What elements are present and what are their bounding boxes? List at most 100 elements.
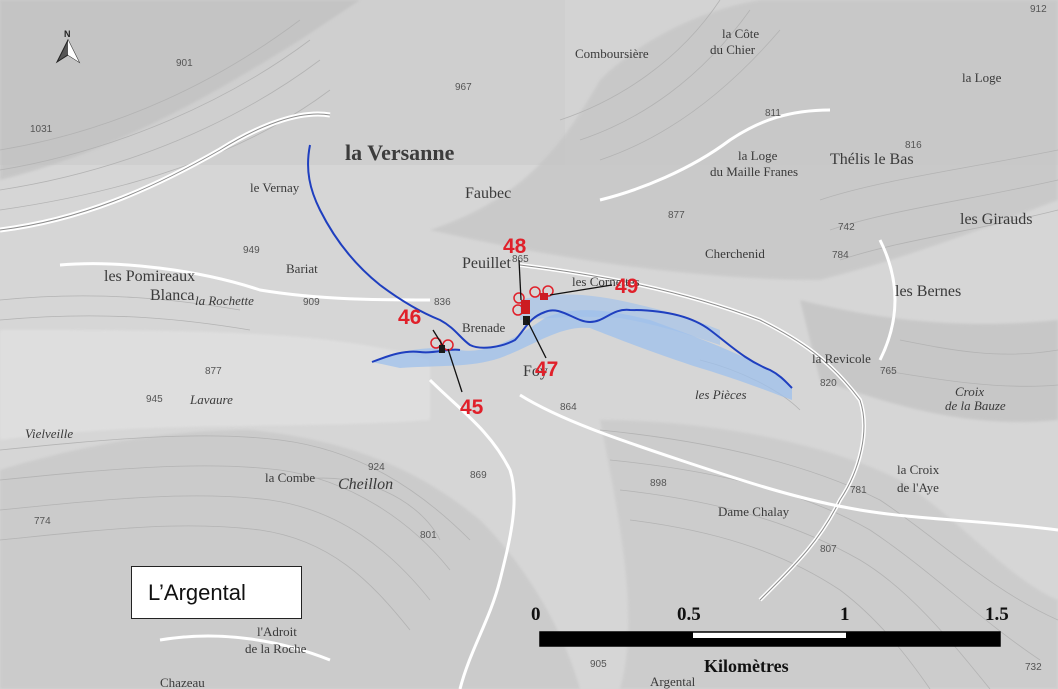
place-label: du Chier [710,42,756,57]
site-marker-block [521,300,530,314]
leader-line-48 [518,259,522,301]
place-label: Brenade [462,320,506,335]
place-labels: la Versanne Faubec Peuillet Brenade Foy … [25,26,1032,689]
place-label: Vielveille [25,426,73,441]
place-label: le Vernay [250,180,300,195]
site-label-47: 47 [535,358,558,381]
leader-line-46 [432,329,444,347]
site-label-48: 48 [503,235,527,258]
place-label: la Loge [738,148,778,163]
altitude-label: 901 [176,58,193,69]
altitude-label: 898 [650,478,667,489]
place-label: Foy [523,363,548,380]
river-name-box: L’Argental [131,566,302,619]
altitude-label: 801 [420,530,437,541]
north-arrow-label: N [64,29,71,39]
place-label: du Maille Franes [710,164,798,179]
scale-tick-0-5: 0.5 [677,604,701,625]
place-label: l'Adroit [257,624,297,639]
altitude-label: 732 [1025,662,1042,673]
leader-line-49 [549,284,613,296]
place-label: Argental [650,674,696,689]
place-label: de la Roche [245,641,307,656]
altitude-label: 784 [832,250,849,261]
altitude-label: 836 [434,297,451,308]
place-label: la Revicole [812,351,871,366]
place-label: Chazeau [160,675,205,689]
place-label: la Loge [962,70,1002,85]
place-label: Cheillon [338,476,393,493]
altitude-label: 811 [765,108,781,119]
altitude-label: 877 [205,366,222,377]
site-marker-block [540,293,548,300]
altitude-label: 909 [303,297,320,308]
place-label: Peuillet [462,255,511,272]
north-arrow-icon: N [55,29,81,64]
altitude-label: 765 [880,366,897,377]
site-label-45: 45 [460,396,484,419]
altitude-label: 945 [146,394,163,405]
scale-tick-1: 1 [840,604,850,625]
place-label: les Cornettes [572,274,640,289]
altitude-label: 864 [560,402,577,413]
altitude-label: 924 [368,462,385,473]
site-marker-block-dark [523,316,530,325]
place-label: les Bernes [895,283,961,300]
altitude-label: 905 [590,659,607,670]
place-label: la Combe [265,470,315,485]
site-labels: 46 45 48 47 49 [398,235,638,419]
place-label: la Versanne [345,140,455,165]
scale-segment-2 [693,638,846,646]
river-buffer [372,310,792,400]
site-label-46: 46 [398,306,421,329]
place-label: Thélis le Bas [830,151,914,168]
scale-unit-label: Kilomètres [704,656,789,676]
place-label: les Girauds [960,211,1032,228]
place-label: la Croix [897,462,940,477]
scale-segment-3 [846,632,1000,646]
leader-line-45 [447,348,463,393]
place-label: Lavaure [189,392,233,407]
place-label: Comboursière [575,46,649,61]
place-label: Faubec [465,185,511,202]
altitude-label: 865 [512,254,529,265]
site-label-49: 49 [615,275,638,298]
place-label: la Rochette [195,293,254,308]
place-label: Cherchenid [705,246,765,261]
altitude-label: 774 [34,516,51,527]
scale-tick-0: 0 [531,604,541,625]
place-label: les Pomireaux [104,268,195,285]
place-label: Croix [955,384,984,399]
river-line [307,144,793,389]
altitude-label: 820 [820,378,837,389]
altitude-label: 781 [850,485,867,496]
altitude-label: 967 [455,82,472,93]
altitude-label: 877 [668,210,685,221]
place-label: Bariat [286,261,318,276]
place-label: Dame Chalay [718,504,790,519]
place-label: les Pièces [695,387,747,402]
place-label: de la Bauze [945,398,1006,413]
leader-line-47 [526,319,547,359]
river-name-label: L’Argental [148,579,246,605]
place-label: Blanca [150,287,194,304]
scale-segment-1 [540,632,693,646]
place-label: la Côte [722,26,759,41]
altitude-labels: 901 1031 967 811 816 877 742 784 836 909… [30,4,1047,673]
altitude-label: 949 [243,245,260,256]
site-marker-48[interactable] [513,292,525,304]
scale-tick-1-5: 1.5 [985,604,1009,625]
altitude-label: 807 [820,544,837,555]
site-marker-center [439,345,445,353]
roads [0,108,1058,689]
site-marker-49a[interactable] [529,286,541,298]
place-label: de l'Aye [897,480,939,495]
altitude-label: 1031 [30,124,53,135]
site-markers [430,259,613,393]
scale-bar: 0 0.5 1 1.5 Kilomètres [531,604,1009,676]
altitude-label: 869 [470,470,487,481]
